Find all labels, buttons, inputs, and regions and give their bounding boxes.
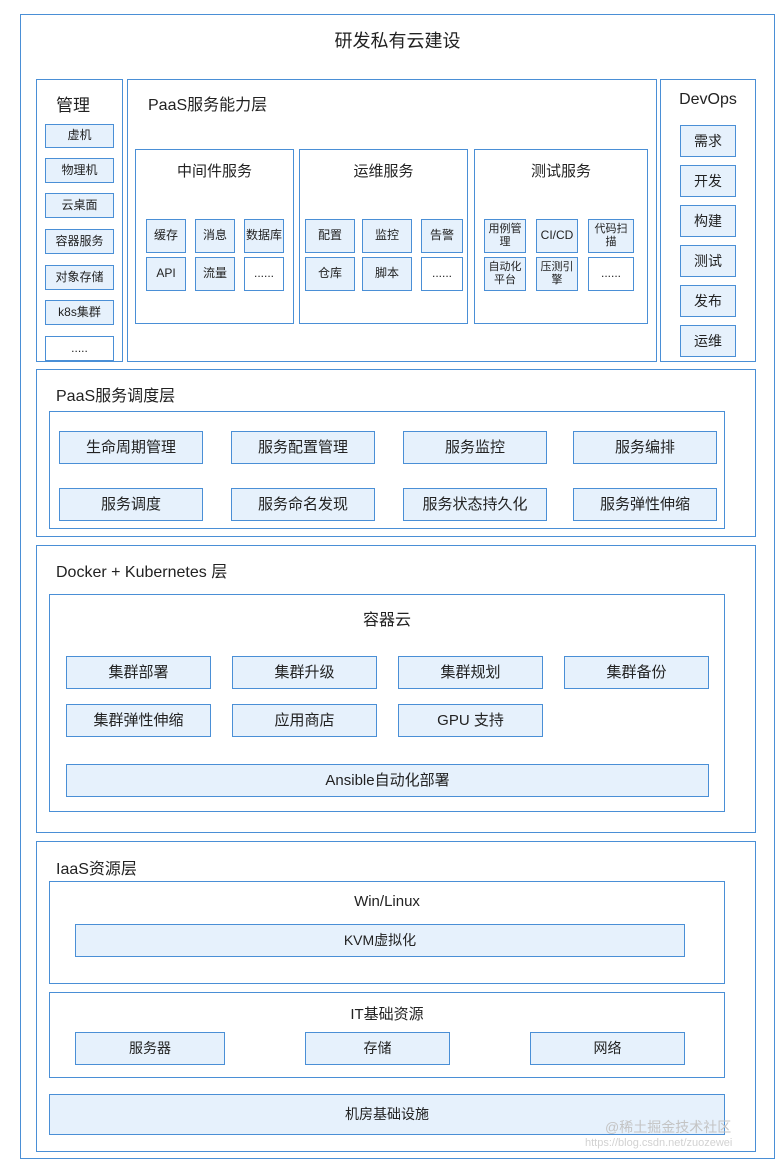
test-item-cicd: CI/CD: [536, 219, 578, 253]
management-item-container: 容器服务: [45, 229, 114, 254]
middleware-item-more: ......: [244, 257, 284, 291]
container-item-plan: 集群规划: [398, 656, 543, 689]
iaas-title: IaaS资源层: [56, 861, 137, 878]
schedule-item-scheduling: 服务调度: [59, 488, 203, 521]
devops-title: DevOps: [679, 91, 737, 108]
container-item-upgrade: 集群升级: [232, 656, 377, 689]
middleware-title: 中间件服务: [176, 163, 252, 180]
devops-item-operations: 运维: [680, 325, 736, 357]
test-item-more: ......: [588, 257, 634, 291]
watermark-community: @稀土掘金技术社区: [605, 1119, 732, 1135]
devops-item-develop: 开发: [680, 165, 736, 197]
test-item-load-engine: 压测引擎: [536, 257, 578, 291]
middleware-item-cache: 缓存: [146, 219, 186, 253]
container-item-deploy: 集群部署: [66, 656, 211, 689]
devops-item-release: 发布: [680, 285, 736, 317]
datacenter-infrastructure-bar: 机房基础设施: [49, 1094, 725, 1135]
ops-item-config: 配置: [305, 219, 355, 253]
ops-item-script: 脚本: [362, 257, 412, 291]
it-item-storage: 存储: [305, 1032, 450, 1065]
schedule-item-config: 服务配置管理: [231, 431, 375, 464]
management-item-k8s: k8s集群: [45, 300, 114, 325]
paas-schedule-title: PaaS服务调度层: [56, 388, 176, 405]
ops-item-alert: 告警: [421, 219, 463, 253]
ops-item-more: ......: [421, 257, 463, 291]
test-item-automation: 自动化平台: [484, 257, 526, 291]
management-item-more: .....: [45, 336, 114, 361]
management-title: 管理: [56, 96, 90, 115]
container-item-gpu: GPU 支持: [398, 704, 543, 737]
paas-capability-title: PaaS服务能力层: [148, 97, 268, 114]
devops-item-build: 构建: [680, 205, 736, 237]
devops-item-test: 测试: [680, 245, 736, 277]
schedule-item-discovery: 服务命名发现: [231, 488, 375, 521]
page-title: 研发私有云建设: [334, 31, 461, 51]
watermark-url: https://blog.csdn.net/zuozewei: [585, 1137, 733, 1149]
middleware-item-message: 消息: [195, 219, 235, 253]
management-item-vm: 虚机: [45, 124, 114, 148]
ops-item-monitor: 监控: [362, 219, 412, 253]
test-title: 测试服务: [530, 163, 591, 180]
middleware-item-database: 数据库: [244, 219, 284, 253]
test-item-code-scan: 代码扫描: [588, 219, 634, 253]
ansible-deploy-bar: Ansible自动化部署: [66, 764, 709, 797]
schedule-item-elastic: 服务弹性伸缩: [573, 488, 717, 521]
it-item-network: 网络: [530, 1032, 685, 1065]
schedule-item-lifecycle: 生命周期管理: [59, 431, 203, 464]
management-item-object-storage: 对象存储: [45, 265, 114, 290]
container-item-app-store: 应用商店: [232, 704, 377, 737]
schedule-item-persistence: 服务状态持久化: [403, 488, 547, 521]
middleware-item-api: API: [146, 257, 186, 291]
schedule-item-orchestration: 服务编排: [573, 431, 717, 464]
kvm-virtualization-bar: KVM虚拟化: [75, 924, 685, 957]
container-item-elastic: 集群弹性伸缩: [66, 704, 211, 737]
it-item-server: 服务器: [75, 1032, 225, 1065]
it-resources-title: IT基础资源: [350, 1006, 424, 1023]
middleware-item-traffic: 流量: [195, 257, 235, 291]
management-item-cloud-desktop: 云桌面: [45, 193, 114, 218]
management-item-physical: 物理机: [45, 158, 114, 183]
test-item-case-mgmt: 用例管理: [484, 219, 526, 253]
container-cloud-title: 容器云: [362, 612, 411, 629]
container-item-backup: 集群备份: [564, 656, 709, 689]
ops-item-repo: 仓库: [305, 257, 355, 291]
ops-title: 运维服务: [353, 163, 414, 180]
devops-item-requirement: 需求: [680, 125, 736, 157]
os-title: Win/Linux: [354, 893, 420, 910]
schedule-item-monitor: 服务监控: [403, 431, 547, 464]
docker-k8s-title: Docker + Kubernetes 层: [56, 564, 228, 581]
